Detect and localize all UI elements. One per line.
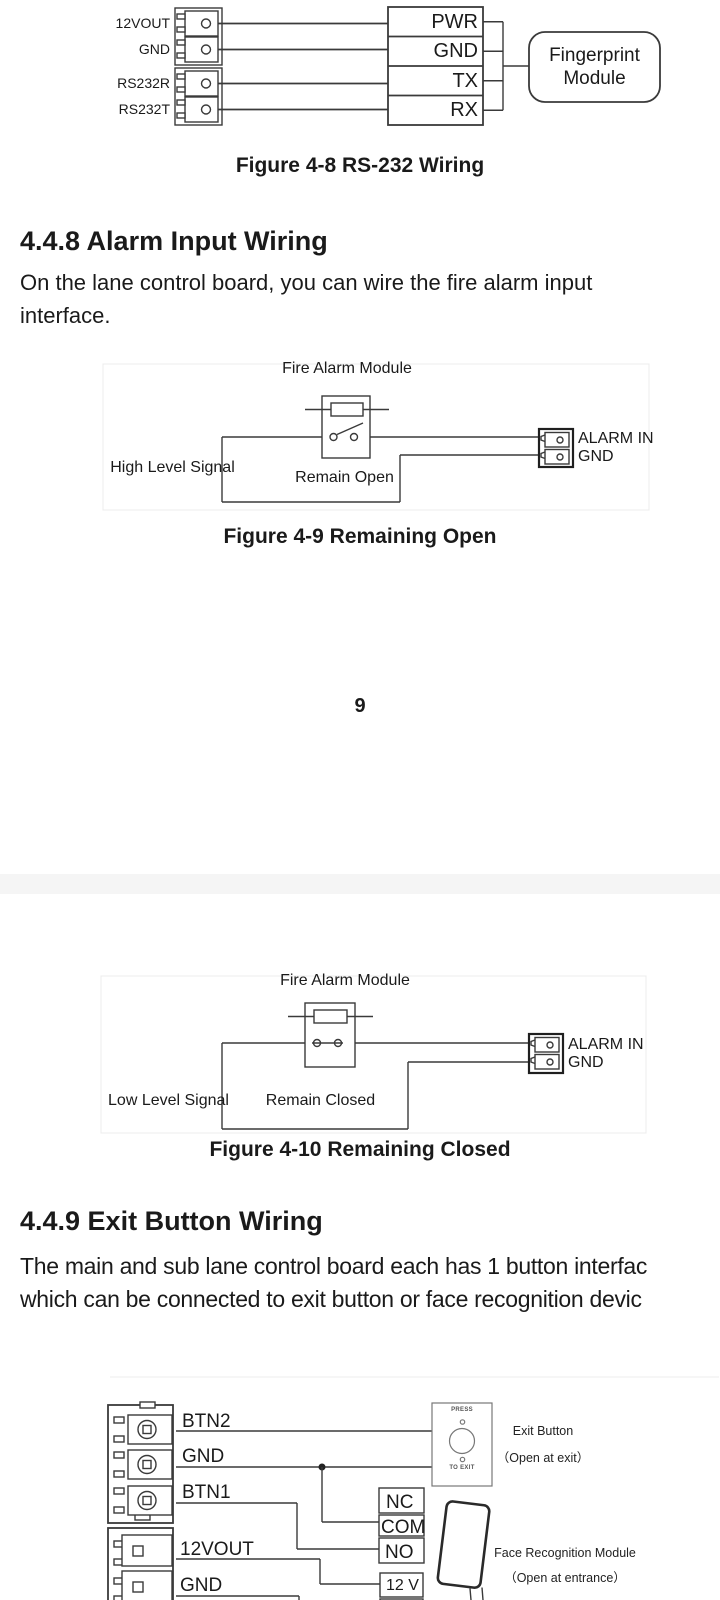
alarm-in-label: ALARM IN — [568, 1036, 644, 1053]
exit-button-circle — [448, 1427, 476, 1455]
connector-label-gnd: GND — [138, 41, 170, 57]
remain-closed-label: Remain Closed — [265, 1092, 376, 1109]
section-449-body-line2: which can be connected to exit button or… — [20, 1286, 642, 1312]
alarm-in-label: ALARM IN — [578, 430, 654, 447]
pin-label-rx: RX — [450, 99, 478, 121]
figure-4-10-caption: Figure 4-10 Remaining Closed — [209, 1138, 511, 1161]
wire-label-12vout: 12VOUT — [180, 1539, 254, 1560]
pin-label-gnd: GND — [433, 40, 478, 62]
exit-button-subtitle: （Open at exit） — [496, 1451, 590, 1465]
alarm-gnd-label: GND — [578, 448, 614, 465]
wire-label-gnd: GND — [182, 1446, 225, 1467]
exit-button-diagram — [107, 1376, 719, 1600]
relay-com-box — [378, 1514, 425, 1537]
wire-label-gnd2: GND — [180, 1575, 223, 1596]
pin-label-pwr: PWR — [431, 11, 478, 33]
figure-4-9-caption: Figure 4-9 Remaining Open — [223, 525, 497, 548]
section-448-heading: 4.4.8 Alarm Input Wiring — [20, 226, 328, 256]
resistor — [330, 402, 364, 417]
open-switch-lever — [336, 422, 364, 436]
section-449-body-line1: The main and sub lane control board each… — [20, 1253, 648, 1279]
exit-button-press-text: PRESS — [451, 1407, 473, 1413]
fingerprint-module-box — [528, 31, 661, 103]
relay-label-no: NO — [385, 1542, 414, 1563]
supply-label-12v: 12 V — [386, 1577, 419, 1594]
section-448-body-line2: interface. — [20, 303, 111, 328]
figure-4-8-caption: Figure 4-8 RS-232 Wiring — [235, 154, 485, 177]
fingerprint-module-label-line2: Module — [563, 68, 626, 89]
relay-no-box — [378, 1537, 425, 1564]
fire-alarm-module-title: Fire Alarm Module — [280, 972, 410, 989]
high-level-signal-label: High Level Signal — [110, 459, 235, 476]
connector-label-rs232r: RS232R — [117, 75, 170, 91]
relay-label-com: COM — [381, 1517, 426, 1538]
exit-button-toexit-text: TO EXIT — [449, 1465, 475, 1471]
exit-button-title: Exit Button — [512, 1424, 574, 1438]
connector-label-12vout: 12VOUT — [115, 15, 170, 31]
relay-label-nc: NC — [386, 1492, 414, 1513]
face-module-subtitle: （Open at entrance） — [504, 1571, 626, 1585]
relay-nc-box — [378, 1487, 425, 1514]
wire-label-btn2: BTN2 — [182, 1411, 231, 1432]
power-terminal-block — [107, 1527, 174, 1600]
page-number: 9 — [354, 695, 366, 717]
fire-alarm-module-title: Fire Alarm Module — [282, 360, 412, 377]
face-module-body — [436, 1500, 491, 1589]
connector-label-rs232t: RS232T — [118, 101, 170, 117]
figure-4-9-diagram — [102, 363, 650, 511]
supply-12v-box — [379, 1572, 424, 1598]
figure-4-10-diagram — [100, 975, 647, 1134]
figure-4-8-diagram — [174, 6, 661, 126]
switch-contact — [349, 432, 359, 442]
resistor — [313, 1009, 348, 1024]
switch-contact — [329, 432, 338, 442]
pin-label-tx: TX — [452, 70, 478, 92]
low-level-signal-label: Low Level Signal — [108, 1092, 229, 1109]
alarm-gnd-label: GND — [568, 1054, 604, 1071]
remain-open-label: Remain Open — [295, 469, 394, 486]
section-448-body-line1: On the lane control board, you can wire … — [20, 270, 593, 295]
page-break-band — [0, 874, 720, 894]
fingerprint-module-label-line1: Fingerprint — [549, 45, 640, 66]
wire-label-btn1: BTN1 — [182, 1482, 231, 1503]
section-449-heading: 4.4.9 Exit Button Wiring — [20, 1206, 323, 1236]
face-module-title: Face Recognition Module — [494, 1546, 636, 1560]
